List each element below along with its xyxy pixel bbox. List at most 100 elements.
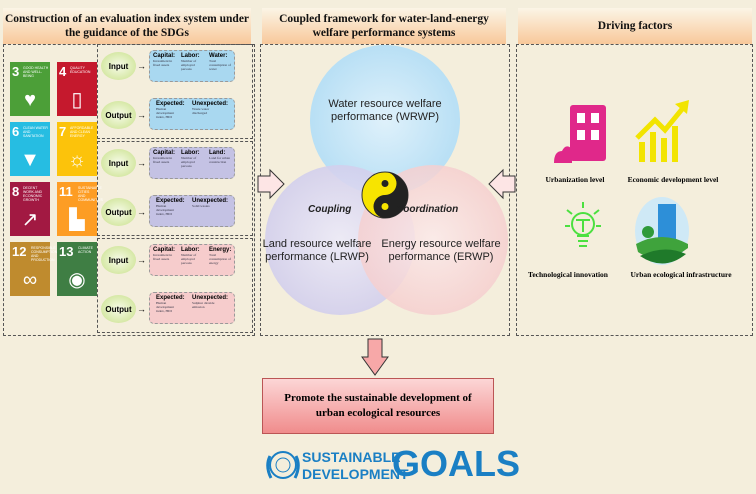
indicator-desc: Human development index, HDI [156,301,175,313]
sdg-number: 11 [59,184,73,199]
sdg-icon: ↗ [21,209,39,231]
sdg-icon: ▼ [20,149,40,171]
indicator-heading: Labor: [181,53,200,59]
input-ellipse: Input [101,149,136,177]
sdg-number: 6 [12,124,20,139]
output-indicators: Expected:Human development index, HDI Une… [149,195,235,227]
sdg-icon: ☼ [67,149,87,171]
indicator-desc: Solid wastes [192,204,210,208]
coordination-label: Coordination [396,204,459,215]
sdg-title: AFFORDABLE AND CLEAN ENERGY [70,126,94,138]
sdg-icon: ∞ [22,269,38,291]
yin-yang-icon [361,171,409,219]
input-ellipse: Input [101,52,136,80]
output-indicators: Expected:Human development index, HDI Une… [149,292,235,324]
indicator-desc: Investment in fixed assets [153,156,173,164]
indicator-heading: Expected: [156,101,185,107]
sdg-title: DECENT WORK AND ECONOMIC GROWTH [23,186,43,202]
input-indicators: Capital:Investment in fixed assets Labor:… [149,244,235,276]
input-indicators: Capital:Investment in fixed assets Labor:… [149,50,235,82]
energy-label: Energy resource welfare performance (ERW… [381,238,501,263]
sdg-number: 8 [12,184,20,199]
factor-label: Technological innovation [528,270,608,279]
sdg-number: 13 [59,244,74,259]
indicator-heading: Energy: [209,247,232,253]
factor-label: Economic development level [627,175,719,184]
sdg-title: CLEAN WATER AND SANITATION [23,126,48,138]
arrow-icon: → [137,61,146,71]
sdg-icon: ◉ [68,269,86,291]
indicator-desc: Total consumption of energy [209,253,231,265]
indicator-heading: Capital: [153,150,176,156]
sdg-tile-13: 13 CLIMATE ACTION ◉ [57,242,97,296]
urbanization-icon [554,105,606,163]
sdg-number: 12 [12,244,27,259]
indicator-heading: Water: [209,53,228,59]
indicator-desc: Sulphur dioxide emission [192,301,215,309]
result-box: Promote the sustainable development of u… [262,378,494,434]
output-ellipse: Output [101,295,136,323]
indicator-heading: Expected: [156,295,185,301]
sdg-icon: ▯ [71,89,83,111]
left-header: Construction of an evaluation index syst… [3,8,251,44]
middle-header: Coupled framework for water-land-energy … [262,8,506,44]
sdg-title: GOOD HEALTH AND WELL-BEING [23,66,49,78]
sdg-icon: ♥ [24,89,36,111]
land-label: Land resource welfare performance (LRWP) [262,238,372,263]
sdg-number: 4 [59,64,67,79]
indicator-desc: Total consumption of water [209,59,231,71]
arrow-icon: → [137,110,146,120]
indicator-heading: Unexpected: [192,101,229,107]
coupling-label: Coupling [308,204,352,215]
indicator-desc: Number of employed persons [181,156,197,168]
indicator-heading: Unexpected: [192,295,229,301]
left-arrow-icon [488,168,516,200]
indicator-desc: Human development index, HDI [156,204,175,216]
factor-label: Urbanization level [545,175,605,184]
input-ellipse: Input [101,246,136,274]
sdg-title: CLIMATE ACTION [78,246,93,254]
sdg-logo-line1: SUSTAINABLE [302,449,401,465]
sdg-icon: ▙ [69,209,85,231]
indicator-heading: Unexpected: [192,198,229,204]
right-header: Driving factors [518,8,752,44]
lightbulb-icon [565,202,601,247]
output-ellipse: Output [101,101,136,129]
arrow-icon: → [137,255,146,265]
arrow-icon: → [137,207,146,217]
arrow-icon: → [137,304,146,314]
un-emblem-icon [266,451,300,479]
right-panel [516,44,753,336]
indicator-desc: Investment in fixed assets [153,59,173,67]
indicator-heading: Land: [209,150,226,156]
indicator-desc: Land for urban construction [209,156,230,164]
sdg-tile-12: 12 RESPONSIBLE CONSUMPTION AND PRODUCTION… [10,242,58,296]
indicator-heading: Capital: [153,53,176,59]
arrow-icon: → [137,158,146,168]
indicator-heading: Labor: [181,247,200,253]
water-label: Water resource welfare performance (WRWP… [328,98,442,123]
sdg-number: 7 [59,124,67,139]
system-box [97,238,253,333]
sdg-title: RESPONSIBLE CONSUMPTION AND PRODUCTION [31,246,58,262]
down-arrow-icon [361,338,389,376]
output-ellipse: Output [101,198,136,226]
indicator-desc: Number of employed persons [181,59,197,71]
system-box [97,44,253,139]
indicator-heading: Expected: [156,198,185,204]
indicator-desc: Investment in fixed assets [153,253,173,261]
sdg-number: 3 [12,64,20,79]
sdg-title: QUALITY EDUCATION [70,66,91,74]
system-box [97,141,253,236]
sdg-logo-line2: DEVELOPMENT [302,466,409,482]
urban-ecology-icon [635,197,689,265]
indicator-heading: Capital: [153,247,176,253]
